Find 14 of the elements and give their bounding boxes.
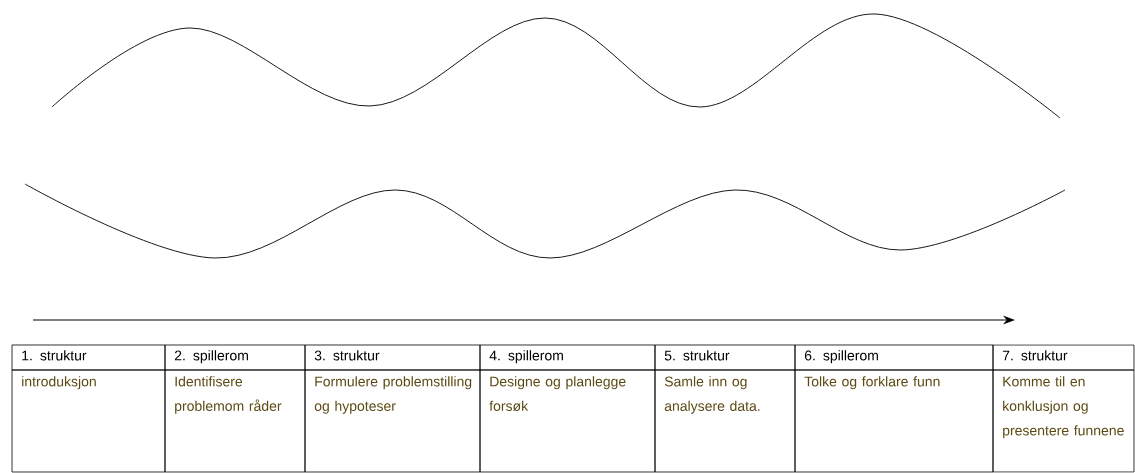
header-cell: 4. spillerom [479,344,656,371]
body-cell: Identifisere problemom råder [164,369,306,473]
header-cell: 5. struktur [654,344,796,371]
body-cell: introduksjon [11,369,166,473]
body-cell: Tolke og forklare funn [794,369,994,473]
header-cell: 7. struktur [992,344,1135,371]
header-cell: 3. struktur [304,344,481,371]
header-cell: 6. spillerom [794,344,994,371]
header-cell: 2. spillerom [164,344,306,371]
body-cell: Designe og planlegge forsøk [479,369,656,473]
header-cell: 1. struktur [11,344,166,371]
body-cell: Komme til en konklusjon og presentere funnene [992,369,1135,473]
body-cell: Samle inn og analysere data. [654,369,796,473]
body-cell: Formulere problemstilling og hypoteser [304,369,481,473]
